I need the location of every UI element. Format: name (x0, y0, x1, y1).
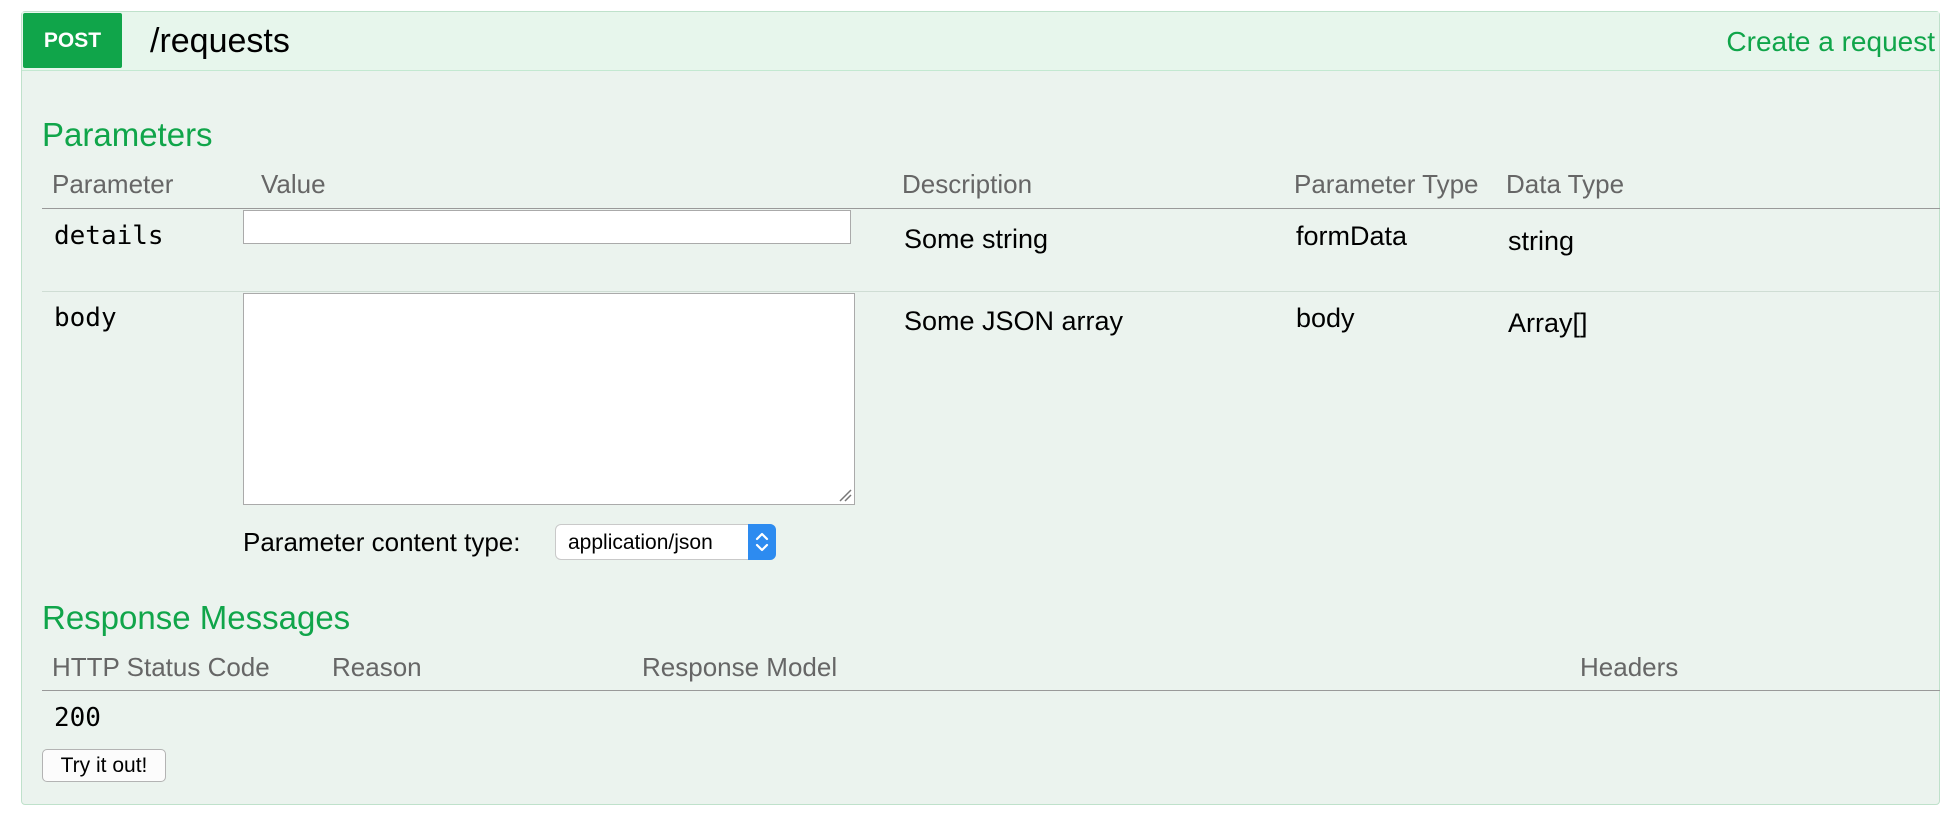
operation-heading[interactable]: POST /requests Create a request (22, 12, 1939, 71)
content-type-selected: application/json (568, 531, 713, 554)
parameters-title: Parameters (42, 116, 213, 153)
content-type-select[interactable]: application/json (555, 524, 776, 560)
param-type-body: body (1296, 303, 1355, 333)
param-row-divider (42, 291, 1940, 292)
response-code-200: 200 (54, 703, 101, 733)
data-type-body: Array[] (1508, 308, 1588, 338)
try-it-out-button[interactable]: Try it out! (42, 749, 166, 782)
param-type-details: formData (1296, 221, 1408, 251)
param-col-data-type: Data Type (1506, 169, 1625, 199)
resp-col-response-model: Response Model (642, 652, 838, 682)
param-name-body: body (54, 303, 117, 333)
data-type-details: string (1508, 226, 1575, 256)
http-method-badge[interactable]: POST (23, 13, 122, 68)
param-col-value: Value (261, 169, 326, 199)
param-col-parameter: Parameter (52, 169, 174, 199)
param-col-parameter-type: Parameter Type (1294, 169, 1479, 199)
param-header-divider (42, 208, 1940, 209)
param-col-description: Description (902, 169, 1033, 199)
content-type-label: Parameter content type: (243, 527, 521, 557)
operation-summary-link[interactable]: Create a request (1726, 26, 1935, 57)
resp-col-headers: Headers (1580, 652, 1679, 682)
param-description-details: Some string (904, 224, 1049, 254)
resp-header-divider (42, 690, 1940, 691)
param-name-details: details (54, 221, 164, 251)
resp-col-reason: Reason (332, 652, 422, 682)
body-textarea[interactable] (243, 293, 855, 505)
response-messages-title: Response Messages (42, 599, 351, 636)
resp-col-status-code: HTTP Status Code (52, 652, 270, 682)
details-input[interactable] (243, 210, 851, 244)
param-description-body: Some JSON array (904, 306, 1124, 336)
endpoint-path[interactable]: /requests (150, 22, 290, 60)
up-down-chevron-icon (748, 524, 776, 560)
